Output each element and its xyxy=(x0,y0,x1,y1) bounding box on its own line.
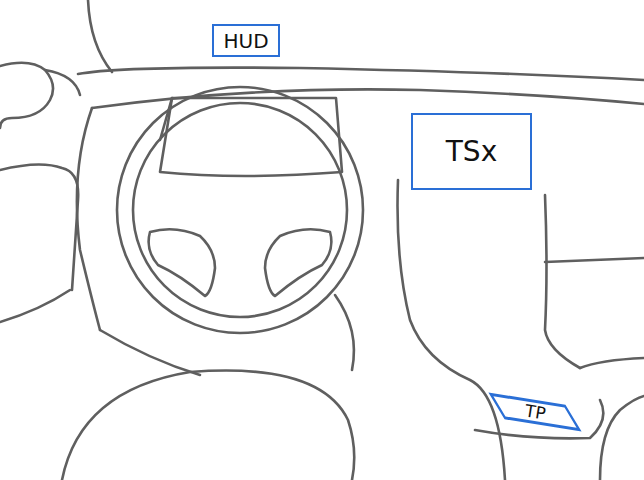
dash-left-side xyxy=(77,108,100,330)
box-label: TP xyxy=(523,401,547,424)
armrest xyxy=(600,396,644,480)
console-bottom xyxy=(475,400,603,438)
hud-box: HUD xyxy=(212,24,280,57)
touchpad-box: TP xyxy=(488,392,581,431)
instrument-cluster xyxy=(160,98,342,176)
wheel-spoke xyxy=(149,229,215,296)
door-trim xyxy=(45,70,80,95)
driver-seat xyxy=(62,371,354,480)
box-label: HUD xyxy=(223,29,268,53)
door-panel xyxy=(0,290,70,322)
dash-under-wheel xyxy=(335,295,354,370)
dash-top-edge xyxy=(78,68,644,80)
dash-under-wheel xyxy=(100,330,200,375)
touchscreen-box: TSx xyxy=(411,113,532,190)
door-panel xyxy=(0,164,78,290)
armrest xyxy=(580,358,644,368)
console-right xyxy=(545,195,580,368)
steering-wheel xyxy=(117,87,363,333)
console-left xyxy=(398,180,506,480)
cluster-hood xyxy=(160,98,172,140)
box-label: TSx xyxy=(446,135,497,168)
wheel-spoke xyxy=(265,229,331,296)
console-ledge xyxy=(545,258,644,262)
door-trim xyxy=(0,63,53,128)
a-pillar xyxy=(88,0,112,72)
